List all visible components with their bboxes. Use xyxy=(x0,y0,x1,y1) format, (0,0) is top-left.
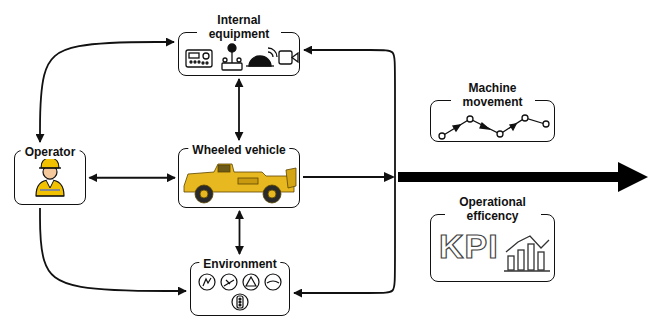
environment-icons xyxy=(199,274,281,310)
efficiency-box: Operational efficencyKPI xyxy=(430,214,555,282)
box-heading: Operational efficency xyxy=(445,195,541,223)
connector-arrow xyxy=(89,177,175,179)
environment-box: Environment xyxy=(190,262,290,316)
connector-arrow xyxy=(40,208,186,291)
movement-path xyxy=(439,115,549,139)
movement-box: Machine movement xyxy=(430,100,555,142)
output-arrow xyxy=(303,172,395,182)
operator-box: Operator xyxy=(14,150,87,205)
connector-arrow xyxy=(40,42,174,142)
kpi-chart xyxy=(504,236,550,271)
helmet-sensor-icon xyxy=(246,48,277,66)
box-heading: Operator xyxy=(21,145,80,159)
box-heading: Environment xyxy=(199,257,280,271)
vehicle-box: Wheeled vehicle xyxy=(178,148,300,208)
camera-icon xyxy=(279,51,298,64)
box-heading: Internal equipment xyxy=(197,13,281,41)
box-heading: Wheeled vehicle xyxy=(188,143,289,157)
connector-arrow xyxy=(294,50,395,293)
joystick-icon xyxy=(222,44,242,70)
connector-arrow xyxy=(238,79,240,140)
equipment-box: Internal equipment xyxy=(178,32,300,76)
connector-arrow xyxy=(239,211,241,254)
loader-illustration xyxy=(184,164,296,203)
big-output-arrow xyxy=(398,162,648,192)
worker-icon xyxy=(36,158,64,196)
box-heading: Machine movement xyxy=(451,81,535,109)
kpi-label: KPI xyxy=(439,229,499,263)
radio-icon xyxy=(186,50,212,67)
